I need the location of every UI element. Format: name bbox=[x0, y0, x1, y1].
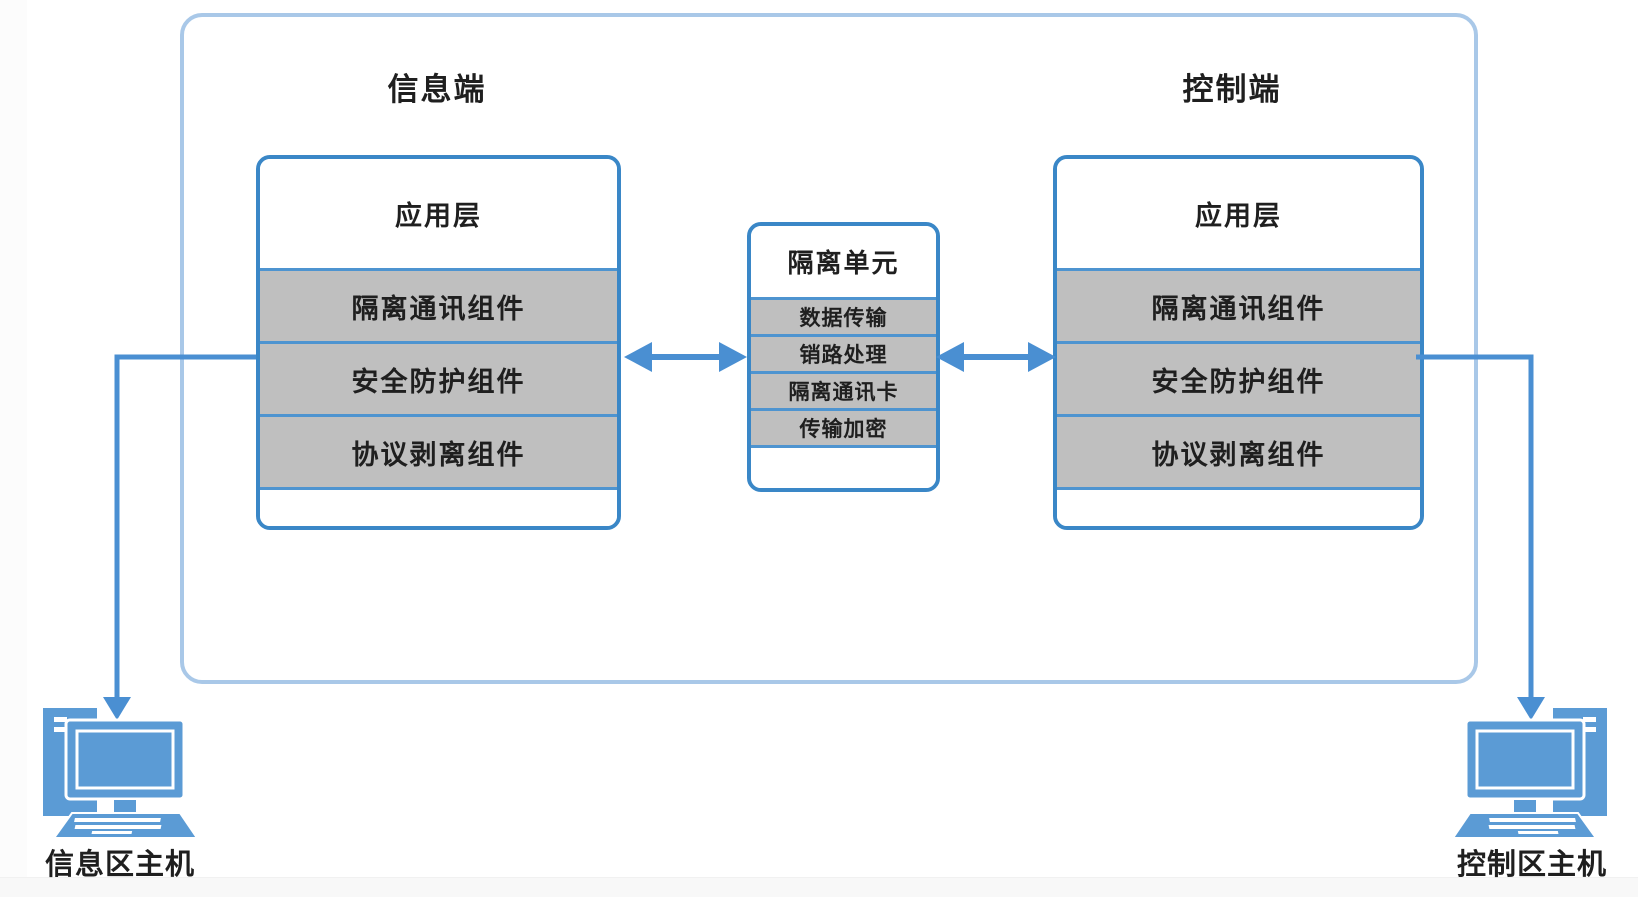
middle-box-empty-slot bbox=[751, 445, 936, 488]
control-side-label: 控制端 bbox=[1182, 72, 1282, 107]
control-side-application-stack: 应用层 隔离通讯组件 安全防护组件 协议剥离组件 bbox=[1053, 155, 1424, 530]
middle-box-row-isolation-comm-card: 隔离通讯卡 bbox=[751, 371, 936, 408]
control-host-label: 控制区主机 bbox=[1456, 849, 1607, 881]
info-side-label: 信息端 bbox=[387, 72, 487, 107]
left-box-row-security-protection: 安全防护组件 bbox=[260, 341, 617, 414]
down-arrowhead-left-icon bbox=[103, 697, 131, 720]
middle-box-row-data-transfer: 数据传输 bbox=[751, 297, 936, 334]
left-box-row-isolation-comm: 隔离通讯组件 bbox=[260, 268, 617, 341]
page-margin-left bbox=[0, 0, 27, 897]
desktop-computer-left-icon bbox=[43, 708, 199, 839]
left-box-empty-slot bbox=[260, 487, 617, 526]
left-box-row-protocol-stripping: 协议剥离组件 bbox=[260, 414, 617, 487]
middle-box-row-transfer-encryption: 传输加密 bbox=[751, 408, 936, 445]
page-margin-bottom bbox=[0, 877, 1638, 897]
isolation-unit-stack: 隔离单元 数据传输 销路处理 隔离通讯卡 传输加密 bbox=[747, 222, 940, 492]
right-box-row-protocol-stripping: 协议剥离组件 bbox=[1057, 414, 1420, 487]
isolation-system-enclosure bbox=[180, 13, 1478, 684]
middle-box-row-link-processing: 销路处理 bbox=[751, 334, 936, 371]
middle-box-title: 隔离单元 bbox=[751, 226, 936, 297]
info-host-label: 信息区主机 bbox=[44, 849, 195, 881]
right-box-title: 应用层 bbox=[1057, 159, 1420, 268]
down-arrowhead-right-icon bbox=[1517, 697, 1545, 720]
right-box-empty-slot bbox=[1057, 487, 1420, 526]
right-box-row-isolation-comm: 隔离通讯组件 bbox=[1057, 268, 1420, 341]
right-box-row-security-protection: 安全防护组件 bbox=[1057, 341, 1420, 414]
info-side-application-stack: 应用层 隔离通讯组件 安全防护组件 协议剥离组件 bbox=[256, 155, 621, 530]
desktop-computer-right-icon bbox=[1451, 708, 1607, 839]
left-box-title: 应用层 bbox=[260, 159, 617, 268]
